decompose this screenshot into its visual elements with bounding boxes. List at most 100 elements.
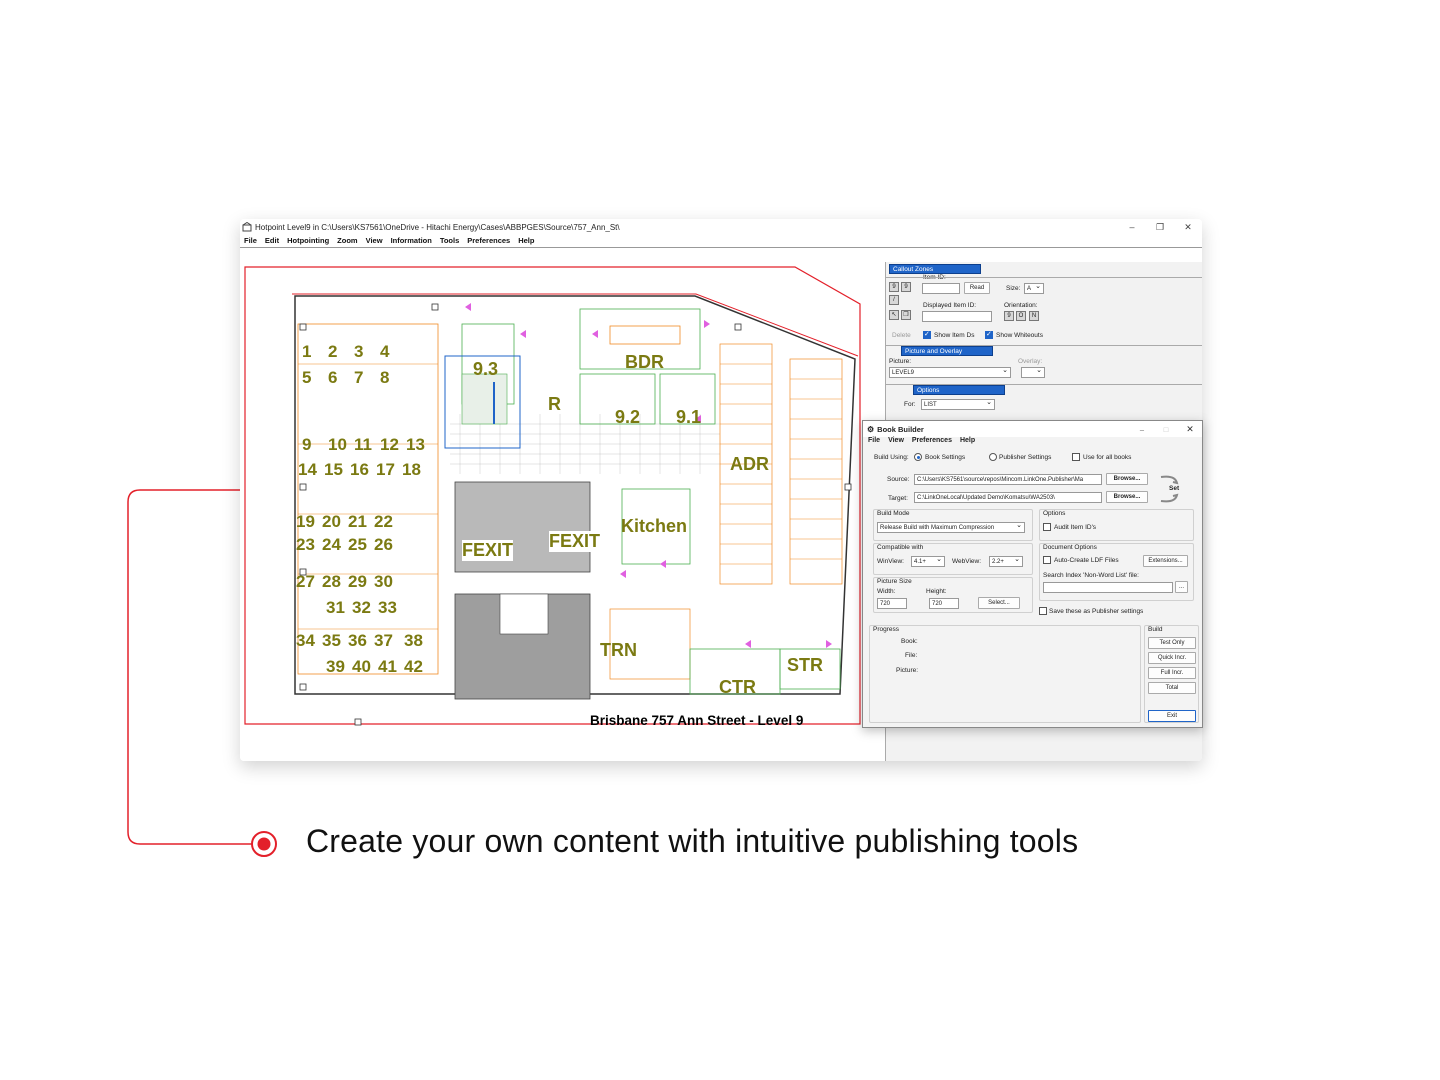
maximize-button[interactable]: ❐ (1155, 221, 1165, 232)
desk-number[interactable]: 36 (348, 631, 367, 650)
desk-number[interactable]: 12 (380, 435, 399, 454)
minimize-button[interactable]: – (1129, 221, 1135, 232)
bb-menu-preferences[interactable]: Preferences (911, 437, 952, 444)
copy-icon[interactable]: ❐ (901, 310, 911, 320)
room-label[interactable]: 9.1 (676, 407, 702, 427)
picture-overlay-header[interactable]: Picture and Overlay (901, 346, 993, 356)
menu-edit[interactable]: Edit (264, 236, 280, 245)
desk-number[interactable]: 26 (374, 535, 393, 554)
callout-9-alt-icon[interactable]: 9 (901, 282, 911, 292)
overlay-select[interactable] (1021, 366, 1045, 378)
desk-number[interactable]: 21 (348, 512, 367, 531)
width-input[interactable]: 720 (877, 598, 907, 609)
menu-hotpointing[interactable]: Hotpointing (287, 236, 330, 245)
desk-number[interactable]: 8 (380, 368, 390, 387)
orientation-nd-icon[interactable]: N (1029, 311, 1039, 321)
desk-number[interactable]: 42 (404, 657, 423, 676)
height-input[interactable]: 720 (929, 598, 959, 609)
audit-item-ids-checkbox[interactable] (1043, 523, 1051, 531)
menu-tools[interactable]: Tools (439, 236, 460, 245)
extensions-button[interactable]: Extensions... (1143, 555, 1188, 567)
webview-select[interactable]: 2.2+ (989, 555, 1023, 567)
bb-menu-help[interactable]: Help (959, 437, 976, 444)
winview-select[interactable]: 4.1+ (911, 555, 945, 567)
displayed-item-id-input[interactable] (922, 311, 992, 322)
build-mode-select[interactable]: Release Build with Maximum Compression (877, 521, 1025, 533)
callout-9-icon[interactable]: 9 (889, 282, 899, 292)
menu-preferences[interactable]: Preferences (467, 236, 511, 245)
book-settings-radio[interactable] (914, 453, 922, 461)
desk-number[interactable]: 3 (354, 342, 364, 361)
close-button[interactable]: ✕ (1184, 221, 1192, 232)
room-label[interactable]: STR (787, 655, 823, 676)
room-label[interactable]: 9.2 (615, 407, 641, 427)
desk-number[interactable]: 38 (404, 631, 423, 650)
floor-plan-canvas[interactable]: 9.3 BDR R 9.2 9.1 ADR FEXIT FEXIT Kitche… (240, 264, 885, 761)
desk-number[interactable]: 27 (296, 572, 315, 591)
delete-label[interactable]: Delete (892, 332, 911, 339)
room-label[interactable]: FEXIT (462, 540, 514, 561)
bb-menu-file[interactable]: File (868, 437, 881, 444)
for-select[interactable]: LIST (921, 398, 995, 410)
desk-number[interactable]: 35 (322, 631, 341, 650)
desk-number[interactable]: 17 (376, 460, 395, 479)
desk-number[interactable]: 33 (378, 598, 397, 617)
menu-file[interactable]: File (244, 236, 257, 245)
room-label[interactable]: Kitchen (621, 516, 688, 536)
room-label[interactable]: BDR (625, 352, 664, 372)
select-size-button[interactable]: Select... (978, 597, 1020, 609)
desk-number[interactable]: 15 (324, 460, 343, 479)
desk-number[interactable]: 4 (380, 342, 390, 361)
desk-number[interactable]: 34 (296, 631, 315, 650)
menu-zoom[interactable]: Zoom (337, 236, 358, 245)
bb-close-button[interactable]: ✕ (1186, 423, 1194, 434)
desk-number[interactable]: 10 (328, 435, 347, 454)
room-label[interactable]: 9.3 (473, 359, 499, 379)
source-input[interactable]: C:\Users\KS7561\source\repos\Mincom.Link… (914, 474, 1102, 485)
publisher-settings-radio[interactable] (989, 453, 997, 461)
desk-number[interactable]: 20 (322, 512, 341, 531)
desk-number[interactable]: 25 (348, 535, 367, 554)
picture-select[interactable]: LEVEL9 (889, 366, 1011, 378)
desk-number[interactable]: 23 (296, 535, 315, 554)
desk-number[interactable]: 39 (326, 657, 345, 676)
desk-number[interactable]: 14 (298, 460, 317, 479)
desk-number[interactable]: 40 (352, 657, 371, 676)
menu-view[interactable]: View (365, 236, 383, 245)
desk-number[interactable]: 16 (350, 460, 369, 479)
desk-number[interactable]: 29 (348, 572, 367, 591)
save-publisher-checkbox[interactable] (1039, 607, 1047, 615)
search-index-input[interactable] (1043, 582, 1173, 593)
total-button[interactable]: Total (1148, 682, 1196, 694)
set-label[interactable]: Set (1169, 485, 1180, 492)
use-for-all-books-checkbox[interactable] (1072, 453, 1080, 461)
desk-number[interactable]: 41 (378, 657, 397, 676)
desk-number[interactable]: 30 (374, 572, 393, 591)
bb-minimize-button[interactable]: – (1139, 424, 1145, 434)
orientation-on-icon[interactable]: O (1016, 311, 1026, 321)
bb-menu-view[interactable]: View (888, 437, 904, 444)
desk-number[interactable]: 2 (328, 342, 338, 361)
bb-maximize-button[interactable]: □ (1163, 424, 1169, 434)
pointer-icon[interactable]: ↖ (889, 310, 899, 320)
show-whiteouts-checkbox[interactable] (985, 330, 993, 339)
options-header[interactable]: Options (913, 385, 1005, 395)
line-tool-icon[interactable]: / (889, 295, 899, 305)
size-select[interactable]: A (1024, 282, 1044, 294)
test-only-button[interactable]: Test Only (1148, 637, 1196, 649)
orientation-9-icon[interactable]: 9 (1004, 311, 1014, 321)
source-browse-button[interactable]: Browse... (1106, 473, 1148, 485)
auto-create-ldf-checkbox[interactable] (1043, 556, 1051, 564)
desk-number[interactable]: 28 (322, 572, 341, 591)
exit-button[interactable]: Exit (1148, 710, 1196, 722)
desk-number[interactable]: 31 (326, 598, 345, 617)
desk-number[interactable]: 18 (402, 460, 421, 479)
desk-number[interactable]: 9 (302, 435, 312, 454)
desk-number[interactable]: 1 (302, 342, 312, 361)
read-button[interactable]: Read (964, 282, 990, 294)
desk-number[interactable]: 37 (374, 631, 393, 650)
menu-information[interactable]: Information (390, 236, 432, 245)
desk-number[interactable]: 6 (328, 368, 338, 387)
desk-number[interactable]: 24 (322, 535, 341, 554)
callout-zones-header[interactable]: Callout Zones (889, 264, 981, 274)
